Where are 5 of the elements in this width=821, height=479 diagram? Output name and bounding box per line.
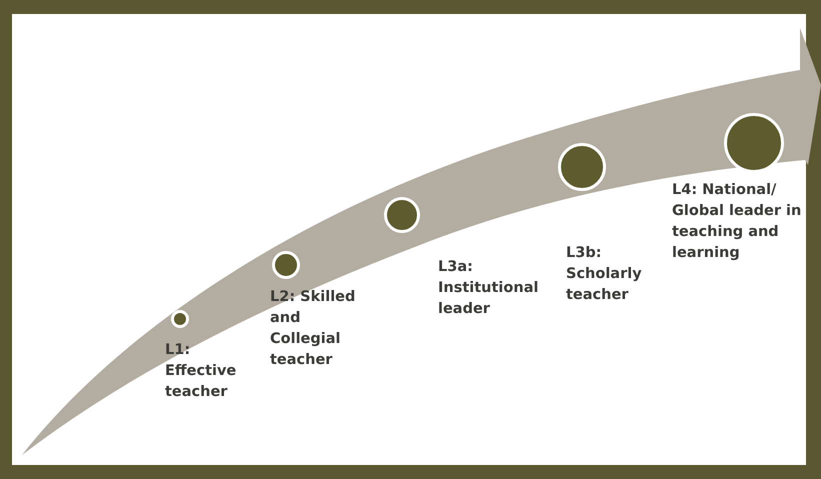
- level-label: L3a: Institutional leader: [438, 258, 540, 319]
- level-label: L2: Skilled and Collegial teacher: [270, 288, 356, 370]
- level-label: L1: Effective teacher: [165, 341, 238, 402]
- level-label: L3b: Scholarly teacher: [566, 244, 643, 305]
- level-label: L4: National/ Global leader in teaching and learning: [672, 181, 802, 263]
